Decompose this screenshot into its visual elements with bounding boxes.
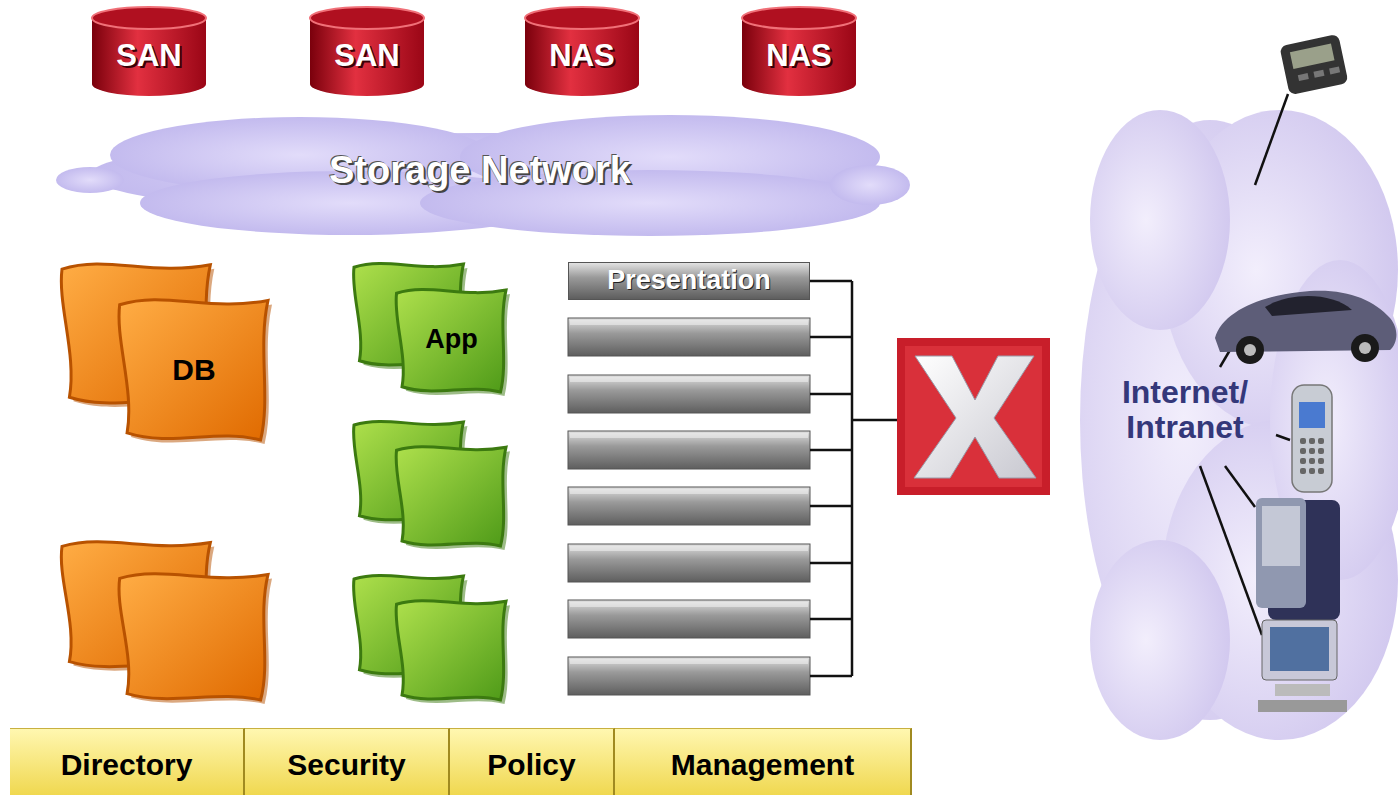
bracket-wires (810, 281, 897, 676)
service-band: Management (615, 728, 912, 795)
node-label: SAN (116, 39, 181, 73)
storage-cylinder: SAN (310, 6, 424, 98)
internet-cloud: Internet/ Intranet (1050, 20, 1398, 760)
server-pages (61, 421, 510, 704)
node-label: Directory (61, 748, 193, 781)
service-band: Policy (450, 728, 615, 795)
presentation-server: Presentation (568, 262, 810, 300)
node-label: Security (287, 748, 405, 781)
app-server: App (354, 262, 506, 392)
node-label: NAS (549, 39, 614, 73)
storage-network-cloud: Storage Network (50, 105, 910, 240)
switch-icon (897, 338, 1050, 495)
node-label: App (425, 325, 477, 355)
database-server-shape (62, 262, 268, 440)
node-label: NAS (766, 39, 831, 73)
node-label: Policy (487, 748, 575, 781)
node-label: SAN (334, 39, 399, 73)
node-label: DB (172, 353, 215, 386)
storage-cylinder: NAS (742, 6, 856, 98)
service-band: Directory (10, 728, 245, 795)
service-band: Security (245, 728, 450, 795)
node-label: Storage Network (329, 150, 631, 192)
node-label: Internet/ Intranet (1100, 375, 1270, 445)
node-label: Presentation (607, 266, 771, 296)
database-server: DB (62, 262, 268, 440)
presentation-servers (568, 318, 810, 695)
storage-cylinder: NAS (525, 6, 639, 98)
node-label: Management (671, 748, 854, 781)
storage-cylinder: SAN (92, 6, 206, 98)
